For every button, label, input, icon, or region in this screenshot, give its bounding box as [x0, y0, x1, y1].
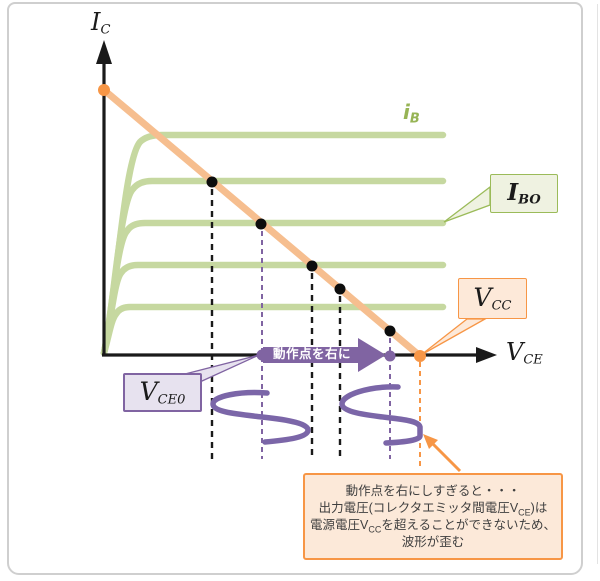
- annotation-pointer-head: [423, 434, 438, 449]
- x-axis-arrowhead: [476, 347, 497, 363]
- vce0-label-sub: CE0: [157, 392, 186, 408]
- x-axis-label-sub: CE: [523, 352, 543, 368]
- shifted-axis-dot: [384, 350, 396, 362]
- y-axis-label-main: I: [91, 8, 101, 36]
- vce0-label: VCE0: [140, 379, 186, 407]
- y-axis-label: IC: [91, 10, 110, 37]
- ibo-label: IBO: [507, 181, 540, 207]
- op-dot-2: [255, 218, 267, 230]
- ib-curve-family: [100, 131, 447, 357]
- vce0-axis-dot: [256, 349, 268, 361]
- move-right-arrow-label: 動作点を右に: [272, 347, 351, 361]
- vcc-label: VCC: [474, 285, 512, 313]
- op-dot-3: [306, 260, 318, 272]
- annotation-box: 動作点を右にしすぎると・・・出力電圧(コレクタエミッタ間電圧VCE)は電源電圧V…: [303, 473, 563, 560]
- output-waveforms: [210, 384, 423, 446]
- annotation-pointer-line: [430, 441, 462, 473]
- ibo-callout-wedge: [443, 185, 491, 223]
- ib-label-sub: B: [409, 111, 420, 127]
- operating-point-dots: [206, 176, 396, 337]
- page-right-edge: [597, 4, 598, 564]
- x-axis-label: VCE: [506, 340, 543, 367]
- ib-label-main: i: [403, 100, 410, 124]
- ib-curve-label: iB: [403, 102, 420, 126]
- ib-curve-1: [100, 131, 447, 357]
- ibo-label-main: I: [507, 178, 519, 206]
- waveform-normal: [210, 389, 311, 445]
- axes: [102, 60, 478, 357]
- vce0-label-main: V: [139, 376, 158, 406]
- ic-max-dot: [98, 84, 110, 96]
- vcc-label-sub: CC: [491, 298, 512, 314]
- y-axis-arrowhead: [96, 40, 112, 64]
- vcc-callout-box: VCC: [458, 278, 527, 319]
- vcc-label-main: V: [473, 282, 492, 312]
- ibo-callout-box: IBO: [490, 174, 558, 213]
- y-axis-label-sub: C: [100, 22, 111, 38]
- op-dot-1: [206, 176, 218, 188]
- vce0-callout-box: VCE0: [123, 373, 202, 412]
- ibo-label-sub: BO: [518, 192, 541, 208]
- vcc-axis-dot: [414, 350, 426, 362]
- move-right-arrow: [263, 338, 386, 372]
- ib-curve-5: [100, 303, 447, 357]
- annotation-text: 動作点を右にしすぎると・・・出力電圧(コレクタエミッタ間電圧VCE)は電源電圧V…: [310, 483, 556, 549]
- vcc-callout-wedge: [420, 318, 488, 356]
- op-dot-5: [384, 325, 396, 337]
- op-dot-4: [334, 283, 346, 295]
- waveform-clipped: [339, 384, 423, 446]
- x-axis-label-main: V: [506, 338, 524, 366]
